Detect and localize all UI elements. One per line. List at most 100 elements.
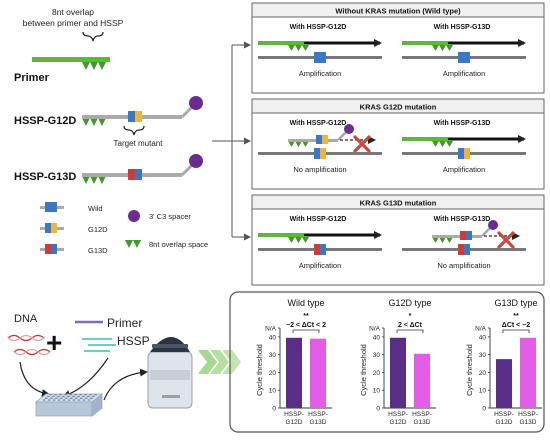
category-label: HSSP-	[518, 411, 538, 418]
result-label: Amplification	[299, 69, 342, 78]
scenario-label: With HSSP-G13D	[434, 24, 491, 31]
pcr-plate-icon	[34, 393, 104, 417]
plate-well	[79, 393, 83, 396]
plate-well	[49, 393, 53, 396]
plate-well	[91, 395, 95, 398]
blocked-cross-icon	[353, 135, 371, 153]
category-label: HSSP-	[284, 411, 304, 418]
result-label: No amplification	[293, 165, 346, 174]
scenario-panel: Without KRAS mutation (Wild type)With HS…	[251, 2, 545, 94]
qpcr-machine-icon	[147, 337, 193, 409]
significance-bracket	[502, 329, 530, 333]
bar	[390, 337, 406, 408]
plate-well	[94, 393, 98, 396]
scenario-label: With HSSP-G12D	[290, 24, 347, 31]
scenario-label: With HSSP-G12D	[290, 216, 347, 223]
hssp-strands	[82, 338, 116, 352]
key-wild-label: Wild	[88, 204, 103, 213]
plate-well	[77, 399, 81, 401]
panel-header	[251, 2, 545, 18]
primer-label: Primer	[14, 72, 50, 84]
significance-stars: **	[303, 313, 309, 320]
overlap-teeth	[432, 141, 453, 147]
hssp-g12d-illustration	[82, 96, 203, 126]
scenario-panels: Without KRAS mutation (Wild type)With HS…	[251, 2, 545, 286]
template-marker	[458, 52, 464, 63]
legend-section: 8nt overlap between primer and HSSP Prim…	[14, 7, 208, 255]
template-marker	[458, 148, 464, 159]
template-marker	[320, 52, 326, 63]
results-charts: Wild type**−2 < ΔCt < 2N/A403020100Cycle…	[255, 298, 542, 426]
arrow-plate-to-machine	[103, 368, 148, 401]
y-tick-label: N/A	[369, 326, 381, 333]
panel-border	[251, 98, 545, 190]
hssp-marker	[316, 135, 322, 144]
template-marker	[320, 148, 326, 159]
category-label: G12D	[496, 419, 513, 426]
panel-header	[251, 98, 545, 114]
plate-well	[67, 399, 71, 401]
bar-chart: Wild type**−2 < ΔCt < 2N/A403020100Cycle…	[255, 298, 332, 426]
panel-title: KRAS G13D mutation	[360, 199, 437, 208]
template-marker	[458, 244, 464, 255]
significance-stars: *	[409, 313, 412, 320]
plate-well	[74, 393, 78, 396]
hssp-g13d-illustration	[82, 154, 203, 184]
plate-well	[89, 393, 93, 396]
panel-border	[251, 2, 545, 94]
panel-header	[251, 194, 545, 210]
hssp-tail	[481, 227, 491, 237]
plate-well	[52, 399, 56, 401]
panel-connector	[212, 41, 251, 241]
primer-strand	[402, 41, 448, 45]
target-mutant-brace	[123, 125, 145, 136]
overlap-teeth	[288, 237, 309, 243]
template-marker	[320, 244, 326, 255]
hssp-marker	[322, 135, 328, 144]
scenario-label: With HSSP-G12D	[290, 120, 347, 127]
y-tick-label: 20	[373, 370, 381, 377]
key-overlap-label: 8nt overlap space	[149, 240, 208, 249]
y-tick-label: 30	[269, 352, 277, 359]
y-tick-label: 10	[479, 388, 487, 395]
overlap-caption-line1: 8nt overlap	[52, 7, 94, 17]
plus-sign: +	[46, 327, 62, 358]
category-label: G13D	[520, 419, 537, 426]
target-mutant-label: Target mutant	[114, 139, 164, 148]
plate-well	[56, 395, 60, 398]
plate-well	[59, 397, 63, 400]
template-marker	[314, 244, 320, 255]
workflow-primer-label: Primer	[107, 316, 142, 330]
plate-well	[84, 393, 88, 396]
y-axis-label: Cycle threshold	[359, 344, 368, 396]
significance-bracket	[292, 329, 320, 333]
y-tick-label: 0	[272, 406, 276, 413]
chart-title: G13D type	[494, 298, 537, 308]
chart-title: G12D type	[388, 298, 431, 308]
y-tick-label: 40	[479, 334, 487, 341]
y-tick-label: 0	[482, 406, 486, 413]
spacer-icon	[488, 220, 498, 230]
category-label: HSSP-	[412, 411, 432, 418]
category-label: G12D	[286, 419, 303, 426]
plate-well	[74, 397, 78, 400]
dna-label: DNA	[14, 313, 38, 325]
workflow-hssp-label: HSSP	[117, 334, 150, 348]
overlap-teeth	[82, 62, 106, 70]
bar	[414, 353, 430, 408]
plate-well	[64, 397, 68, 400]
hssp-tail	[337, 131, 347, 141]
template-marker	[314, 148, 320, 159]
plate-well	[81, 395, 85, 398]
bar	[286, 337, 302, 408]
scenario-label: With HSSP-G13D	[434, 216, 491, 223]
panel-border	[251, 194, 545, 286]
key-g13d: G13D	[40, 244, 108, 255]
category-label: HSSP-	[494, 411, 514, 418]
